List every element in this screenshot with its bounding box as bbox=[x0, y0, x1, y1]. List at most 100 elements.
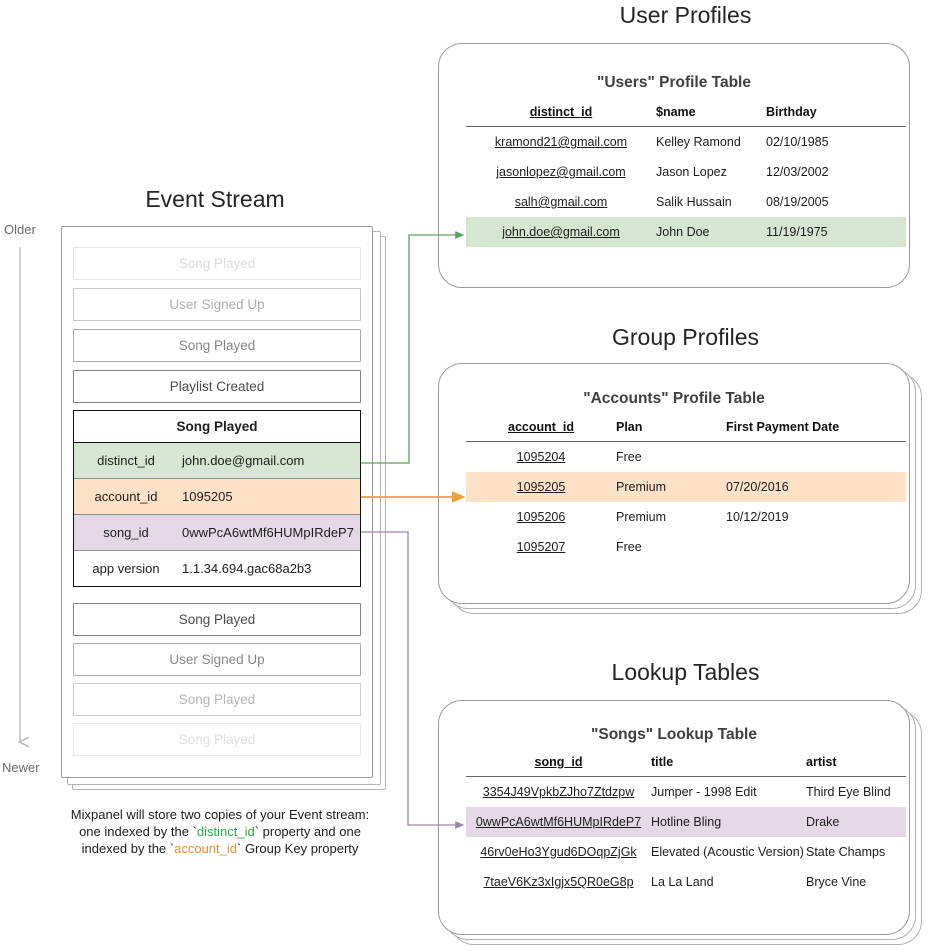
table-cell: Free bbox=[616, 532, 726, 562]
table-cell-text: 10/12/2019 bbox=[726, 510, 789, 524]
event-box[interactable]: Song Played bbox=[73, 603, 361, 636]
table-cell: 07/20/2016 bbox=[726, 472, 906, 502]
group-profiles-section-title: Group Profiles bbox=[611, 324, 759, 350]
event-property-value: 1.1.34.694.gac68a2b3 bbox=[182, 561, 312, 576]
table-cell bbox=[726, 442, 906, 473]
table-cell: Premium bbox=[616, 502, 726, 532]
event-property-key: distinct_id bbox=[97, 453, 155, 468]
users-table-title: "Users" Profile Table bbox=[597, 74, 751, 91]
table-cell-text: Third Eye Blind bbox=[806, 785, 891, 799]
column-header-label: First Payment Date bbox=[726, 420, 840, 434]
table-cell: John Doe bbox=[656, 217, 766, 247]
table-cell: State Champs bbox=[806, 837, 906, 867]
caption-token-account-id: account_id bbox=[174, 841, 237, 856]
table-cell-text: 08/19/2005 bbox=[766, 195, 829, 209]
table-cell-text: Salik Hussain bbox=[656, 195, 732, 209]
event-box-label: User Signed Up bbox=[169, 297, 265, 312]
event-box-label: Song Played bbox=[178, 612, 256, 627]
table-cell: Hotline Bling bbox=[651, 807, 806, 837]
table-cell: Salik Hussain bbox=[656, 187, 766, 217]
table-cell-text: 02/10/1985 bbox=[766, 135, 829, 149]
table-cell-text: La La Land bbox=[651, 875, 714, 889]
column-header: account_id bbox=[466, 420, 616, 442]
table-cell: 08/19/2005 bbox=[766, 187, 906, 217]
event-box-label: Song Played bbox=[178, 338, 256, 353]
table-cell-text: jasonlopez@gmail.com bbox=[496, 165, 626, 179]
column-header-label: account_id bbox=[508, 420, 574, 434]
event-box[interactable]: Song Played bbox=[73, 329, 361, 362]
table-cell: Drake bbox=[806, 807, 906, 837]
event-box[interactable]: Song Played bbox=[73, 247, 361, 280]
column-header-label: Plan bbox=[616, 420, 643, 434]
table-cell-text: Free bbox=[616, 540, 642, 554]
table-cell-text: 3354J49VpkbZJho7Ztdzpw bbox=[482, 785, 635, 799]
songs-table-row[interactable]: 3354J49VpkbZJho7Ztdzpw Jumper - 1998 Edit… bbox=[466, 777, 906, 808]
column-header: artist bbox=[806, 755, 906, 777]
table-cell: kramond21@gmail.com bbox=[466, 127, 656, 158]
songs-table-title: "Songs" Lookup Table bbox=[591, 726, 757, 743]
table-cell-text: 1095205 bbox=[516, 480, 566, 494]
table-cell: La La Land bbox=[651, 867, 806, 897]
event-property-key: account_id bbox=[94, 489, 158, 504]
axis-label-older: Older bbox=[4, 222, 36, 237]
column-header: distinct_id bbox=[466, 105, 656, 127]
table-cell-text: John Doe bbox=[656, 225, 710, 239]
column-header: First Payment Date bbox=[726, 420, 906, 442]
event-box[interactable]: Song Played bbox=[73, 723, 361, 756]
event-stream-caption: Mixpanel will store two copies of your E… bbox=[70, 807, 370, 856]
table-cell-text: State Champs bbox=[806, 845, 886, 859]
column-header-label: song_id bbox=[534, 755, 583, 769]
column-header: Plan bbox=[616, 420, 726, 442]
event-property-key: song_id bbox=[103, 525, 149, 540]
column-header-label: title bbox=[651, 755, 674, 769]
users-table-row[interactable]: salh@gmail.com Salik Hussain 08/19/2005 bbox=[466, 187, 906, 217]
event-box-label: Song Played bbox=[178, 732, 256, 747]
table-cell-text: 1095204 bbox=[516, 450, 566, 464]
table-cell: Elevated (Acoustic Version) bbox=[651, 837, 806, 867]
event-box-label: User Signed Up bbox=[169, 652, 265, 667]
event-property-value: 1095205 bbox=[182, 489, 233, 504]
table-cell-text: Bryce Vine bbox=[806, 875, 867, 889]
column-header: song_id bbox=[466, 755, 651, 777]
event-property-value: john.doe@gmail.com bbox=[182, 453, 305, 468]
event-box-label: Song Played bbox=[178, 692, 256, 707]
event-box[interactable]: Song Played bbox=[73, 683, 361, 716]
table-cell: Bryce Vine bbox=[806, 867, 906, 897]
table-cell-text: Hotline Bling bbox=[651, 815, 722, 829]
accounts-table-row[interactable]: 1095206 Premium 10/12/2019 bbox=[466, 502, 906, 532]
table-cell: 3354J49VpkbZJho7Ztdzpw bbox=[466, 777, 651, 808]
table-cell-text: Premium bbox=[616, 510, 667, 524]
column-header-label: Birthday bbox=[766, 105, 817, 119]
event-property-row: account_id 1095205 bbox=[74, 479, 360, 515]
table-cell-text: salh@gmail.com bbox=[514, 195, 608, 209]
table-cell-text: john.doe@gmail.com bbox=[502, 225, 620, 239]
column-header: Birthday bbox=[766, 105, 906, 127]
event-box[interactable]: Playlist Created bbox=[73, 370, 361, 403]
column-header: $name bbox=[656, 105, 766, 127]
accounts-table-row[interactable]: 1095204 Free bbox=[466, 442, 906, 473]
table-cell-text: Elevated (Acoustic Version) bbox=[651, 845, 804, 859]
table-cell: Free bbox=[616, 442, 726, 473]
table-cell: 1095206 bbox=[466, 502, 616, 532]
table-cell-text: Jumper - 1998 Edit bbox=[651, 785, 757, 799]
table-cell: salh@gmail.com bbox=[466, 187, 656, 217]
table-cell: jasonlopez@gmail.com bbox=[466, 157, 656, 187]
event-box[interactable]: User Signed Up bbox=[73, 288, 361, 321]
event-box[interactable]: User Signed Up bbox=[73, 643, 361, 676]
event-box-label: Song Played bbox=[178, 256, 256, 271]
column-header: title bbox=[651, 755, 806, 777]
axis-label-newer: Newer bbox=[2, 760, 40, 775]
focused-event-properties: distinct_id john.doe@gmail.com account_id 1… bbox=[74, 443, 360, 586]
table-cell-text: Drake bbox=[806, 815, 840, 829]
table-cell-text: 1095206 bbox=[516, 510, 566, 524]
